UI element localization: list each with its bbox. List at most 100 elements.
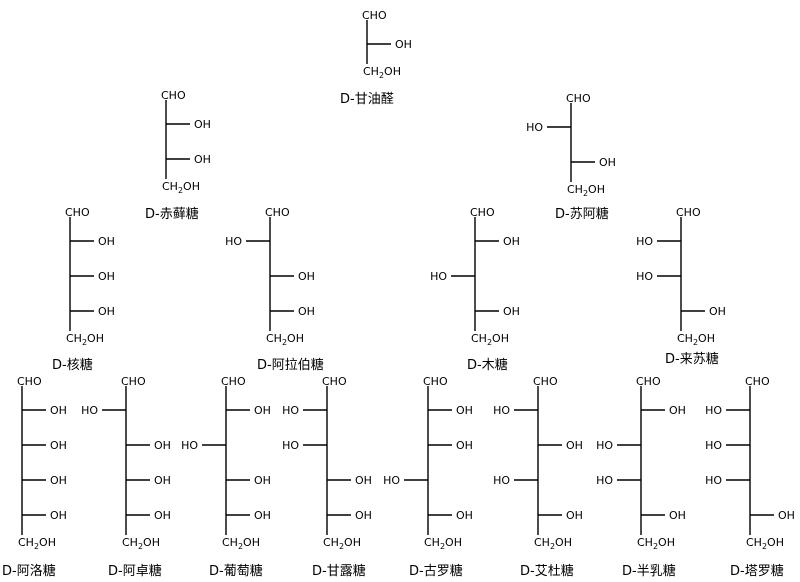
hydroxyl-label: OH bbox=[298, 270, 315, 283]
hydroxyl-label: OH bbox=[154, 439, 171, 452]
ch2oh-group-label: CH2OH bbox=[122, 536, 160, 551]
sugar-name-label: D-甘露糖 bbox=[312, 563, 366, 579]
ch2oh-group-label: CH2OH bbox=[18, 536, 56, 551]
ch2oh-group-label: CH2OH bbox=[677, 332, 715, 347]
cho-group-label: CHO bbox=[161, 89, 186, 102]
ch2oh-group-label: CH2OH bbox=[471, 332, 509, 347]
hydroxyl-label: HO bbox=[430, 270, 447, 283]
hydroxyl-label: HO bbox=[493, 474, 510, 487]
hydroxyl-label: HO bbox=[181, 439, 198, 452]
ch2oh-group-label: CH2OH bbox=[323, 536, 361, 551]
hydroxyl-label: OH bbox=[599, 156, 616, 169]
sugar-name-label: D-木糖 bbox=[467, 357, 508, 373]
fischer-projection: CHO OH OH HO OH CH2OH D-古罗糖 bbox=[383, 375, 473, 579]
fischer-projection: CHO OH OH CH2OH D-赤藓糖 bbox=[145, 89, 211, 222]
hydroxyl-label: OH bbox=[456, 439, 473, 452]
fischer-projection: CHO HO OH OH CH2OH D-阿拉伯糖 bbox=[225, 206, 324, 373]
cho-group-label: CHO bbox=[121, 375, 146, 388]
sugar-name-label: D-核糖 bbox=[52, 357, 93, 373]
cho-group-label: CHO bbox=[221, 375, 246, 388]
hydroxyl-label: HO bbox=[282, 404, 299, 417]
hydroxyl-label: OH bbox=[456, 404, 473, 417]
hydroxyl-label: OH bbox=[154, 509, 171, 522]
hydroxyl-label: OH bbox=[456, 509, 473, 522]
ch2oh-group-label: CH2OH bbox=[222, 536, 260, 551]
hydroxyl-label: HO bbox=[636, 235, 653, 248]
hydroxyl-label: HO bbox=[526, 121, 543, 134]
cho-group-label: CHO bbox=[566, 92, 591, 105]
cho-group-label: CHO bbox=[470, 206, 495, 219]
hydroxyl-label: OH bbox=[154, 474, 171, 487]
hydroxyl-label: HO bbox=[81, 404, 98, 417]
hydroxyl-label: HO bbox=[225, 235, 242, 248]
sugar-name-label: D-塔罗糖 bbox=[730, 563, 784, 579]
hydroxyl-label: HO bbox=[493, 404, 510, 417]
ch2oh-group-label: CH2OH bbox=[746, 536, 784, 551]
hydroxyl-label: HO bbox=[705, 474, 722, 487]
hydroxyl-label: OH bbox=[566, 509, 583, 522]
fischer-projection: CHO HO OH HO OH CH2OH D-艾杜糖 bbox=[493, 375, 583, 579]
hydroxyl-label: OH bbox=[98, 270, 115, 283]
hydroxyl-label: OH bbox=[194, 118, 211, 131]
sugar-name-label: D-古罗糖 bbox=[409, 563, 463, 579]
cho-group-label: CHO bbox=[745, 375, 770, 388]
fischer-projection: CHO HO HO OH OH CH2OH D-甘露糖 bbox=[282, 375, 372, 579]
ch2oh-group-label: CH2OH bbox=[162, 180, 200, 195]
hydroxyl-label: OH bbox=[50, 439, 67, 452]
sugar-name-label: D-半乳糖 bbox=[622, 563, 676, 579]
hydroxyl-label: OH bbox=[298, 305, 315, 318]
cho-group-label: CHO bbox=[423, 375, 448, 388]
ch2oh-group-label: CH2OH bbox=[534, 536, 572, 551]
sugar-name-label: D-阿拉伯糖 bbox=[257, 357, 324, 373]
sugar-name-label: D-阿洛糖 bbox=[2, 563, 56, 579]
cho-group-label: CHO bbox=[265, 206, 290, 219]
hydroxyl-label: OH bbox=[709, 305, 726, 318]
sugar-name-label: D-来苏糖 bbox=[665, 351, 719, 367]
cho-group-label: CHO bbox=[322, 375, 347, 388]
hydroxyl-label: OH bbox=[194, 153, 211, 166]
hydroxyl-label: OH bbox=[503, 235, 520, 248]
cho-group-label: CHO bbox=[533, 375, 558, 388]
ch2oh-group-label: CH2OH bbox=[66, 332, 104, 347]
ch2oh-group-label: CH2OH bbox=[424, 536, 462, 551]
hydroxyl-label: OH bbox=[98, 235, 115, 248]
ch2oh-group-label: CH2OH bbox=[266, 332, 304, 347]
sugar-name-label: D-赤藓糖 bbox=[145, 206, 199, 222]
sugar-name-label: D-阿卓糖 bbox=[108, 563, 162, 579]
hydroxyl-label: OH bbox=[395, 38, 412, 51]
cho-group-label: CHO bbox=[636, 375, 661, 388]
fischer-projection: CHO HO HO HO OH CH2OH D-塔罗糖 bbox=[705, 375, 795, 579]
hydroxyl-label: OH bbox=[778, 509, 795, 522]
cho-group-label: CHO bbox=[676, 206, 701, 219]
hydroxyl-label: OH bbox=[254, 509, 271, 522]
hydroxyl-label: OH bbox=[503, 305, 520, 318]
hydroxyl-label: OH bbox=[566, 439, 583, 452]
ch2oh-group-label: CH2OH bbox=[637, 536, 675, 551]
cho-group-label: CHO bbox=[362, 9, 387, 22]
hydroxyl-label: HO bbox=[705, 439, 722, 452]
sugar-name-label: D-艾杜糖 bbox=[520, 563, 574, 579]
hydroxyl-label: OH bbox=[50, 474, 67, 487]
hydroxyl-label: HO bbox=[383, 474, 400, 487]
hydroxyl-label: OH bbox=[669, 404, 686, 417]
hydroxyl-label: OH bbox=[355, 509, 372, 522]
hydroxyl-label: HO bbox=[596, 474, 613, 487]
hydroxyl-label: HO bbox=[705, 404, 722, 417]
hydroxyl-label: OH bbox=[254, 474, 271, 487]
sugar-name-label: D-葡萄糖 bbox=[209, 563, 263, 579]
ch2oh-group-label: CH2OH bbox=[363, 65, 401, 80]
sugar-name-label: D-苏阿糖 bbox=[555, 206, 609, 222]
fischer-projection: CHO OH HO OH CH2OH D-木糖 bbox=[430, 206, 520, 373]
cho-group-label: CHO bbox=[65, 206, 90, 219]
hydroxyl-label: HO bbox=[282, 439, 299, 452]
hydroxyl-label: OH bbox=[50, 404, 67, 417]
hydroxyl-label: OH bbox=[355, 474, 372, 487]
